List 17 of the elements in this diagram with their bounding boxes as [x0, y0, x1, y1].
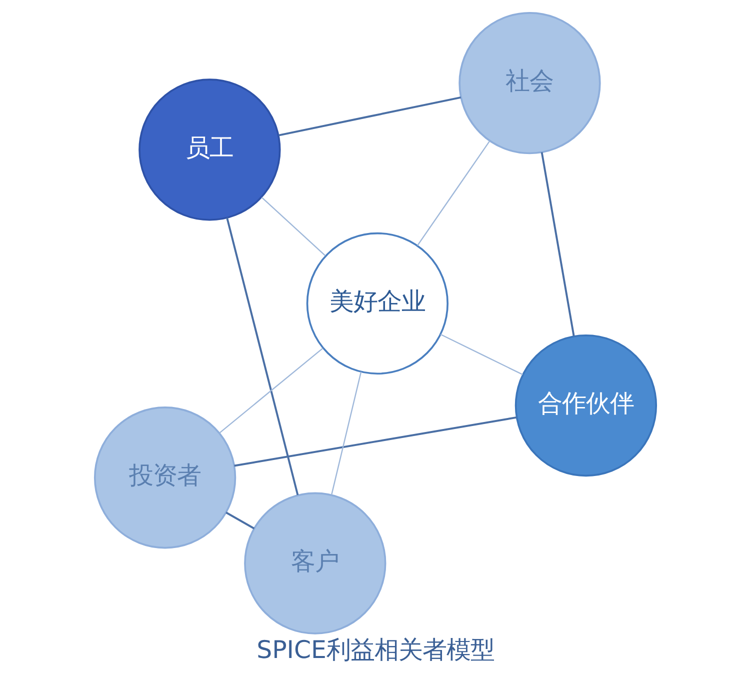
connector	[330, 372, 362, 496]
node-circle: 员工	[138, 78, 280, 221]
connector	[278, 96, 460, 136]
node-circle: 客户	[244, 492, 386, 634]
connector	[218, 348, 323, 434]
connector	[416, 140, 490, 246]
connector	[225, 512, 254, 530]
connector	[226, 218, 298, 496]
node-circle: 社会	[458, 12, 600, 154]
node-circle: 合作伙伴	[514, 334, 657, 477]
connector	[540, 152, 574, 336]
connector	[440, 334, 522, 376]
node-circle: 投资者	[93, 406, 236, 549]
node-circle: 美好企业	[306, 232, 448, 375]
connector	[234, 416, 516, 467]
caption: SPICE利益相关者模型	[256, 634, 494, 664]
connector	[260, 197, 326, 256]
